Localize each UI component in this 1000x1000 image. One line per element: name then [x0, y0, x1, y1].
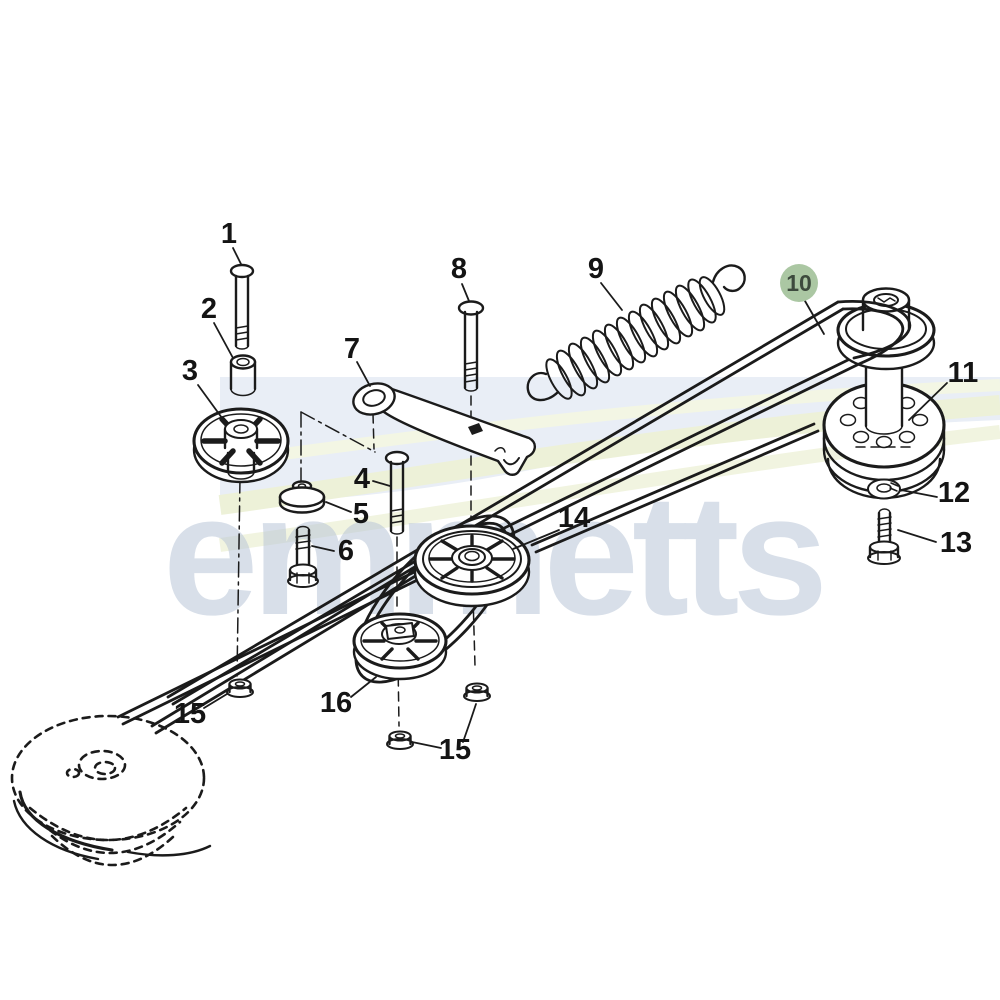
callout-1[interactable]: 1 — [221, 218, 237, 250]
idler-pulley-16 — [352, 612, 448, 681]
bolt-13 — [867, 508, 901, 565]
callout-10[interactable]: 10 — [786, 270, 812, 296]
spacer-2 — [229, 354, 257, 397]
pulley-3 — [192, 407, 290, 484]
bolt-4 — [384, 450, 410, 535]
lock-washer-12 — [867, 478, 901, 500]
callout-2[interactable]: 2 — [201, 293, 217, 325]
callout-6[interactable]: 6 — [338, 535, 354, 567]
callout-9[interactable]: 9 — [588, 253, 604, 285]
washer-pulley-5 — [278, 480, 326, 514]
callout-4[interactable]: 4 — [354, 463, 370, 495]
bolt-6 — [287, 525, 319, 588]
engine-pulley-phantom — [10, 714, 212, 867]
spindle-pulley-11 — [822, 334, 946, 500]
callout-15-left[interactable]: 15 — [174, 698, 206, 730]
pulley-11-holes — [839, 396, 929, 449]
callout-15-bottom[interactable]: 15 — [439, 734, 471, 766]
bolt-8 — [457, 300, 485, 392]
leader-lines — [197, 247, 948, 749]
callout-8[interactable]: 8 — [451, 253, 467, 285]
idler-pulley-14 — [413, 524, 531, 608]
callout-12[interactable]: 12 — [938, 477, 970, 509]
arm-square-hole — [468, 423, 483, 435]
callout-16[interactable]: 16 — [320, 687, 352, 719]
flange-nut-15-bottom — [386, 730, 414, 750]
extension-spring-9 — [526, 264, 746, 402]
callout-14[interactable]: 14 — [558, 502, 590, 534]
callout-13[interactable]: 13 — [940, 527, 972, 559]
callout-10-badge[interactable] — [780, 264, 818, 302]
callout-11[interactable]: 11 — [948, 357, 979, 389]
flange-nut-15-left — [226, 678, 254, 698]
idler-arm-7 — [352, 382, 536, 476]
belt-10-wrap — [836, 299, 912, 366]
callouts: 1 2 3 4 5 6 7 8 9 11 12 13 14 15 15 16 — [174, 218, 978, 766]
callout-7[interactable]: 7 — [344, 333, 360, 365]
belt-lower — [150, 422, 820, 735]
bolt-1 — [229, 263, 255, 350]
flange-nut-15-right — [463, 682, 491, 702]
callout-3[interactable]: 3 — [182, 355, 198, 387]
highlighted-callout-10[interactable]: 10 — [780, 264, 818, 302]
callout-5[interactable]: 5 — [353, 498, 369, 530]
